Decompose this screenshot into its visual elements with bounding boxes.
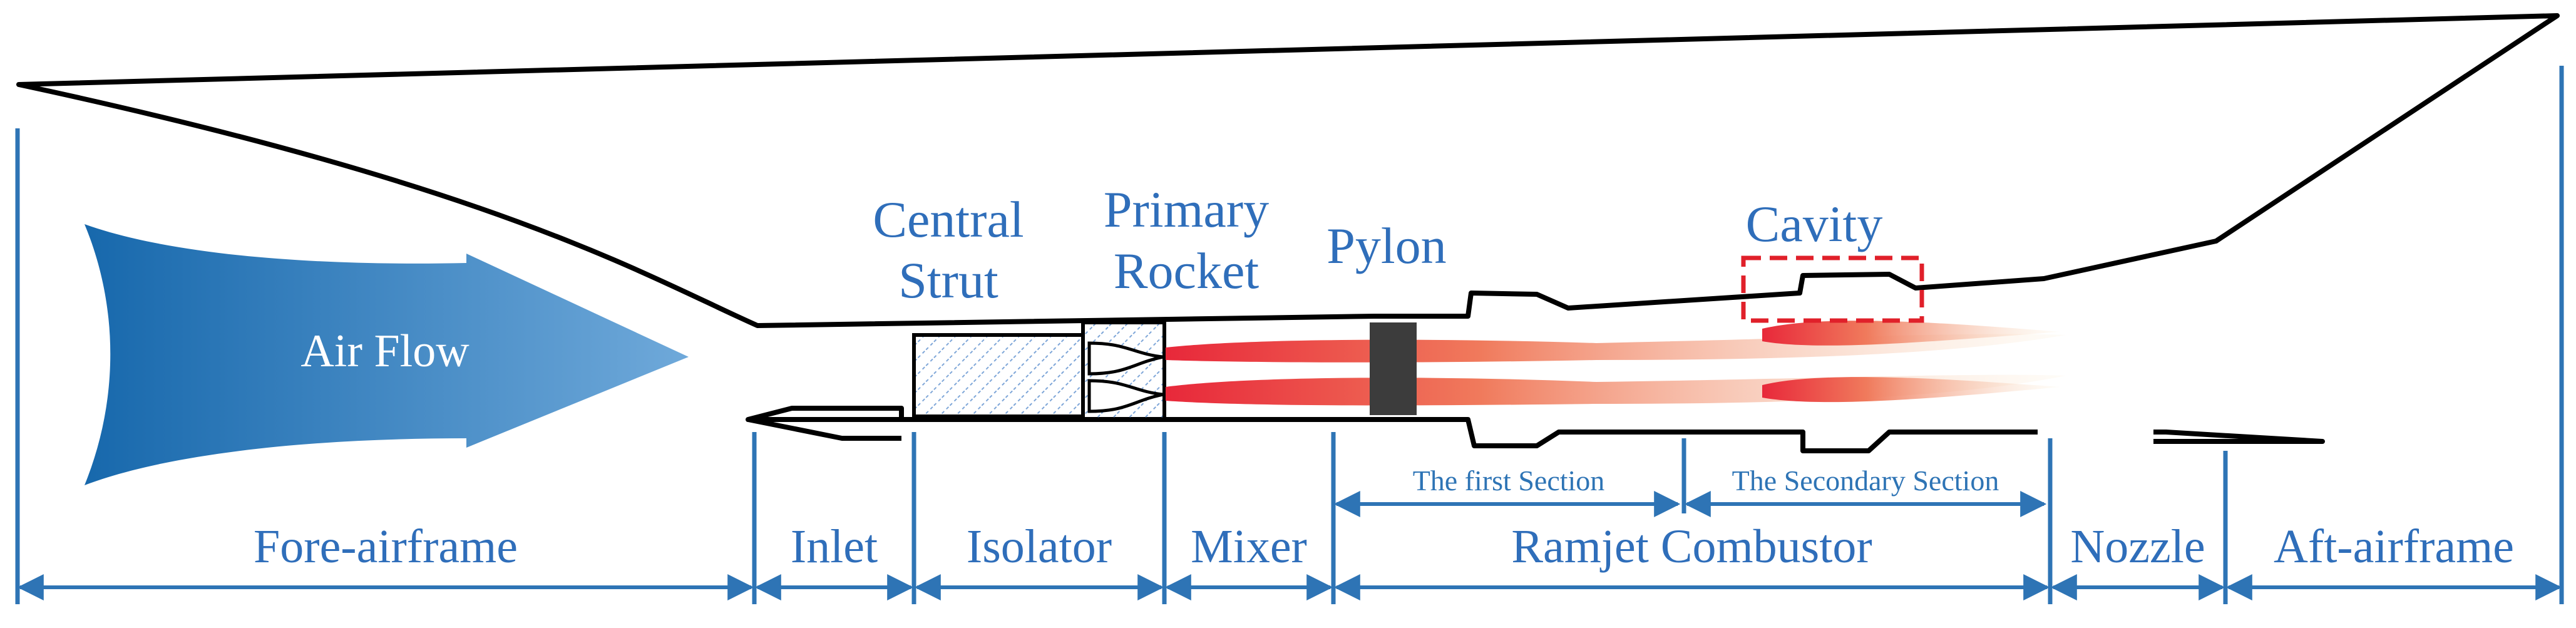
nozzle-lower-flap	[2153, 430, 2325, 444]
segment-label-mixer: Mixer	[1191, 520, 1307, 573]
segment-label-fore-airframe: Fore-airframe	[254, 520, 518, 573]
upper-airframe-outline	[16, 13, 2560, 328]
segment-label-inlet: Inlet	[791, 520, 878, 573]
air-flow-label: Air Flow	[300, 326, 470, 377]
central-strut-label-line1: Central	[873, 191, 1024, 248]
lower-body-outline	[770, 418, 2035, 446]
segment-label-nozzle: Nozzle	[2070, 520, 2205, 573]
segment-dimensions: Fore-airframe Inlet Isolator Mixer Ramjet Co…	[17, 520, 2562, 600]
air-flow-arrow	[85, 224, 689, 485]
central-strut-body	[912, 333, 1085, 418]
primary-rocket-body	[1081, 321, 1166, 421]
cavity-label: Cavity	[1746, 195, 1883, 252]
primary-rocket-label-line1: Primary	[1104, 181, 1269, 238]
segment-label-aft-airframe: Aft-airframe	[2274, 520, 2514, 573]
central-strut-label-line2: Strut	[898, 252, 998, 309]
primary-rocket-label-line2: Rocket	[1114, 242, 1259, 299]
cavity-flame-lower	[1762, 377, 2060, 403]
secondary-section-label: The Secondary Section	[1732, 465, 1999, 497]
pylon-label: Pylon	[1326, 217, 1446, 274]
cavity-flame-upper	[1762, 321, 2060, 346]
section-boundaries	[15, 66, 2564, 604]
inlet-lower-lip	[746, 406, 904, 441]
segment-label-ramjet-combustor: Ramjet Combustor	[1511, 520, 1872, 573]
cavity-highlight-box	[1741, 255, 1924, 323]
segment-label-isolator: Isolator	[967, 520, 1112, 573]
combustor-lower-wall	[901, 417, 2038, 453]
pylon-body	[1370, 322, 1417, 415]
first-section-label: The first Section	[1413, 465, 1605, 497]
